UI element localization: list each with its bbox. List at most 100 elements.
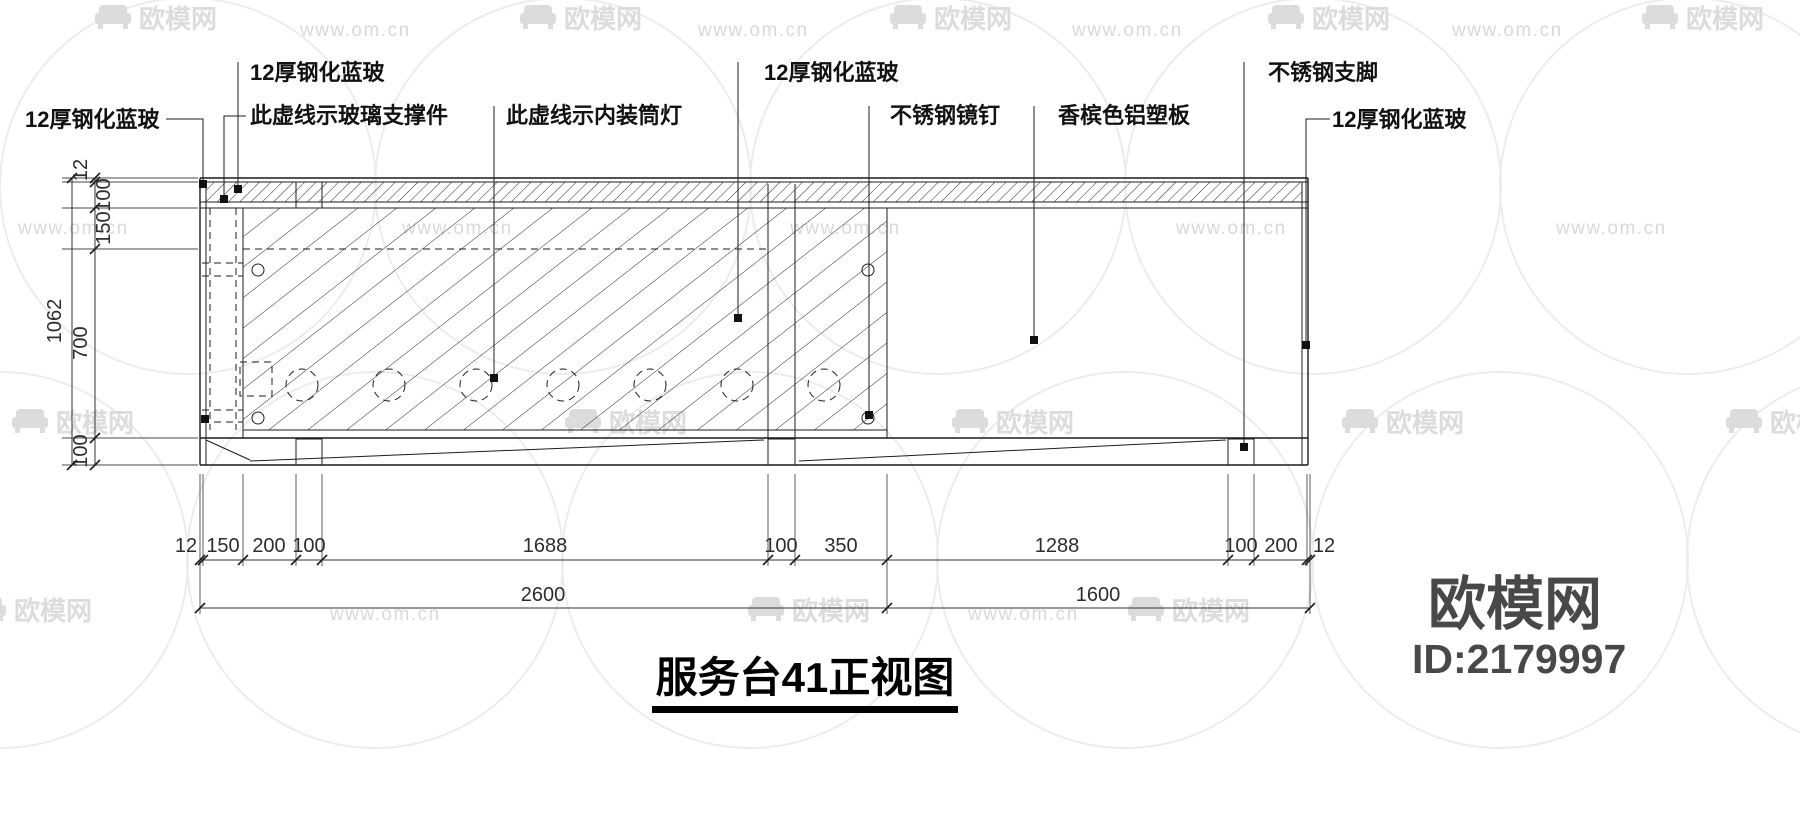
- brand-id: ID:2179997: [1412, 636, 1626, 682]
- watermark-logo: 欧模网: [0, 596, 92, 626]
- brand-name-large: 欧模网: [1428, 572, 1602, 637]
- dim-h2-2600: 2600: [521, 584, 566, 606]
- downlight-circle: [285, 368, 319, 402]
- watermark-url-text: www.om.cn: [1071, 20, 1183, 41]
- watermark-brand-text: 欧模网: [1312, 4, 1390, 34]
- dim-h1-12b: 12: [1313, 535, 1335, 557]
- watermark-circle: [1686, 386, 1800, 734]
- watermark-logo: 欧模网: [12, 408, 134, 438]
- watermark-url-text: www.om.cn: [967, 604, 1079, 625]
- mirror-nail-circle: [251, 411, 265, 425]
- leader-square: [201, 415, 209, 423]
- leader-square: [490, 374, 498, 382]
- callout-aluminum-panel: 香槟色铝塑板: [1058, 103, 1191, 128]
- callout-glass-far-left: 12厚钢化蓝玻: [25, 107, 160, 132]
- dimensions-left: 12 100 150 1062 700 100: [44, 159, 198, 471]
- watermark-brand-text: 欧模网: [1386, 408, 1464, 438]
- leader-square: [199, 180, 207, 188]
- watermark-logo: 欧模网: [95, 4, 217, 34]
- title-block: 服务台41正视图: [652, 654, 958, 713]
- steel-foot: [295, 438, 323, 466]
- dim-v-100b: 100: [70, 434, 92, 467]
- dim-v-1062: 1062: [44, 299, 66, 344]
- watermark-url-text: www.om.cn: [299, 20, 411, 41]
- dim-h1-200a: 200: [252, 535, 285, 557]
- dimensions-bottom: 12 150 200 100 1688 100 350 1288 100 200…: [175, 474, 1335, 614]
- dim-h1-1288: 1288: [1035, 535, 1080, 557]
- watermark-brand-text: 欧模网: [934, 4, 1012, 34]
- dim-h1-12a: 12: [175, 535, 197, 557]
- dim-v-700: 700: [70, 326, 92, 359]
- watermark-url-text: www.om.cn: [329, 604, 441, 625]
- dim-h1-100a: 100: [292, 535, 325, 557]
- watermark-brand-text: 欧模网: [139, 4, 217, 34]
- dim-v-150: 150: [93, 211, 115, 244]
- mirror-nail-circle: [251, 263, 265, 277]
- callout-mirror-nail: 不锈钢镜钉: [890, 103, 1000, 128]
- callout-labels: 12厚钢化蓝玻 12厚钢化蓝玻 此虚线示玻璃支撑件 此虚线示内装筒灯 12厚钢化…: [25, 60, 1467, 132]
- watermark-logo: 欧模网: [1268, 4, 1390, 34]
- watermark-circle: [1311, 371, 1689, 749]
- watermark-logo: 欧模网: [1342, 408, 1464, 438]
- downlight-circle: [546, 368, 580, 402]
- leader-square: [734, 314, 742, 322]
- watermark-brand-text: 欧模网: [792, 596, 870, 626]
- leader-square: [1302, 341, 1310, 349]
- downlight-circle: [459, 368, 493, 402]
- watermark-url-text: www.om.cn: [1175, 218, 1287, 239]
- watermark-circle: [1499, 0, 1800, 375]
- callout-glass-mid: 12厚钢化蓝玻: [764, 60, 899, 85]
- leader-square: [220, 195, 228, 203]
- callout-downlight: 此虚线示内装筒灯: [506, 103, 682, 128]
- mirror-nail-circle: [861, 263, 875, 277]
- leader-square: [865, 411, 873, 419]
- title-underline: [652, 706, 958, 713]
- steel-foot: [767, 438, 796, 466]
- dim-h1-100c: 100: [1224, 535, 1257, 557]
- callout-glass-top-left: 12厚钢化蓝玻: [250, 60, 385, 85]
- watermark-brand-text: 欧模网: [1172, 596, 1250, 626]
- dim-h1-350: 350: [824, 535, 857, 557]
- downlight-circle: [372, 368, 406, 402]
- leader-square: [1240, 443, 1248, 451]
- watermark-brand-text: 欧模网: [996, 408, 1074, 438]
- dim-h1-100b: 100: [764, 535, 797, 557]
- watermark-logo: 欧模网: [1726, 408, 1800, 438]
- dim-h2-1600: 1600: [1076, 584, 1121, 606]
- brand-block: 欧模网 ID:2179997: [1412, 572, 1626, 682]
- watermark-logo: 欧模网: [890, 4, 1012, 34]
- watermark-brand-text: 欧模网: [1686, 4, 1764, 34]
- steel-foot: [1227, 438, 1255, 466]
- glass-panel-hatch: [243, 208, 887, 430]
- hidden-downlights: [285, 368, 841, 402]
- watermark-url-text: www.om.cn: [1451, 20, 1563, 41]
- watermark-url-text: www.om.cn: [697, 20, 809, 41]
- callout-glass-right: 12厚钢化蓝玻: [1332, 107, 1467, 132]
- leader-square: [234, 185, 242, 193]
- watermark-logo: 欧模网: [1128, 596, 1250, 626]
- callout-steel-feet: 不锈钢支脚: [1268, 60, 1378, 85]
- watermark-logo: 欧模网: [1642, 4, 1764, 34]
- dim-h1-150: 150: [206, 535, 239, 557]
- dim-h1-1688: 1688: [523, 535, 568, 557]
- dim-v-100a: 100: [93, 178, 115, 211]
- leader-square: [1030, 336, 1038, 344]
- callout-leaders: [166, 62, 1330, 451]
- watermark-logo: 欧模网: [952, 408, 1074, 438]
- watermark-brand-text: 欧模网: [1770, 408, 1800, 438]
- watermark-brand-text: 欧模网: [14, 596, 92, 626]
- watermark-brand-text: 欧模网: [564, 4, 642, 34]
- dim-h1-200b: 200: [1264, 535, 1297, 557]
- downlight-circle: [720, 368, 754, 402]
- watermark-url-text: www.om.cn: [1555, 218, 1667, 239]
- downlight-circle: [633, 368, 667, 402]
- downlight-circle: [807, 368, 841, 402]
- countertop-hatch: [206, 182, 1302, 202]
- dim-v-12: 12: [70, 159, 92, 181]
- watermark-logo: 欧模网: [520, 4, 642, 34]
- callout-glass-support: 此虚线示玻璃支撑件: [250, 103, 448, 128]
- watermark-logo: 欧模网: [748, 596, 870, 626]
- cad-drawing: [199, 177, 1309, 466]
